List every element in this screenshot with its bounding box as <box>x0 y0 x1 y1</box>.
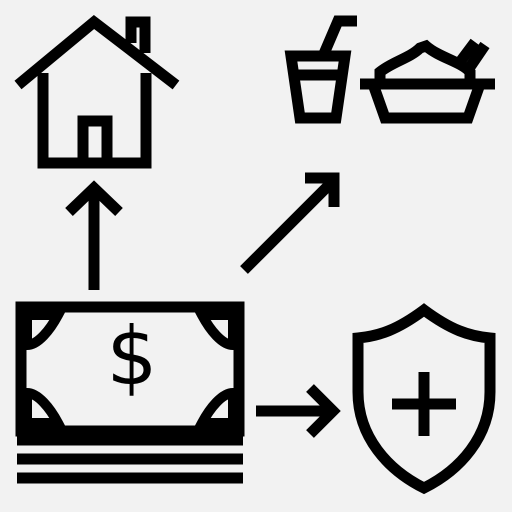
arrow-right-icon <box>256 384 341 438</box>
arrow-diagonal-icon <box>240 172 340 274</box>
money-stack-icon <box>15 301 245 484</box>
arrow-up-icon <box>65 180 123 290</box>
house-icon <box>14 14 180 169</box>
shield-plus-icon <box>352 303 496 495</box>
food-box-icon <box>360 38 495 124</box>
drink-cup-icon <box>284 15 357 124</box>
dollar-sign: $ <box>106 310 158 403</box>
